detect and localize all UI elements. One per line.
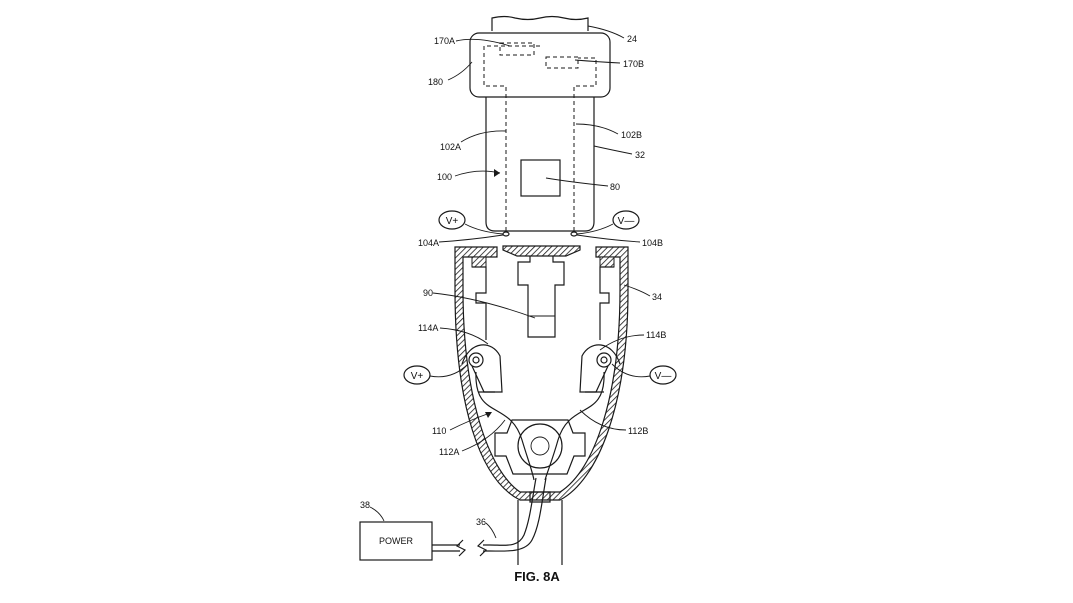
arrow-100 <box>494 169 500 177</box>
ref-180: 180 <box>428 77 443 87</box>
pivot-114A <box>468 352 484 368</box>
conductor-102A <box>483 45 540 231</box>
post-90 <box>517 256 565 338</box>
cord-outer <box>483 477 537 546</box>
pivot-114B-inner <box>600 356 608 364</box>
upper-device <box>469 15 611 237</box>
pivot-114B <box>596 352 612 368</box>
leader-112A <box>461 419 506 452</box>
ref-110: 110 <box>432 426 446 436</box>
leader-36 <box>485 522 497 539</box>
inner-wall-right <box>599 266 614 340</box>
ref-32: 32 <box>635 150 645 160</box>
ref-90: 90 <box>423 288 433 298</box>
cord-to-box <box>432 544 460 552</box>
power-cord <box>432 477 547 557</box>
ref-102A: 102A <box>440 142 461 152</box>
component-80 <box>520 159 561 197</box>
socket-ring <box>517 423 563 469</box>
leader-lines <box>369 25 651 539</box>
leader-102A <box>460 130 507 143</box>
leader-24 <box>587 25 625 39</box>
ref-114A: 114A <box>418 323 438 333</box>
mount-114A <box>461 344 503 393</box>
conductor-102B <box>573 57 597 231</box>
inner-wall-left <box>472 266 487 340</box>
ref-24: 24 <box>627 34 637 44</box>
polarity-circle-mid-right <box>649 365 677 385</box>
leader-34 <box>623 284 651 297</box>
polarity-mid-left: V+ <box>411 371 424 382</box>
contact-104A <box>502 231 510 237</box>
cord-break-right <box>476 539 488 557</box>
polarity-top-left: V+ <box>446 216 459 227</box>
ref-170B: 170B <box>623 59 644 69</box>
cord-break-left <box>455 539 467 557</box>
leader-vminus-top <box>576 223 614 235</box>
leader-38 <box>369 506 385 522</box>
ref-34: 34 <box>652 292 662 302</box>
socket-body <box>494 419 586 475</box>
leader-104B <box>576 234 641 243</box>
ref-112A: 112A <box>439 447 459 457</box>
ref-38: 38 <box>360 500 370 510</box>
leader-90 <box>432 292 536 319</box>
leader-80 <box>545 177 609 187</box>
component-170A <box>499 42 535 56</box>
polarity-circle-top-right <box>612 210 640 230</box>
body-32 <box>485 97 595 232</box>
pivot-114A-inner <box>472 356 480 364</box>
cord-inner <box>483 477 547 552</box>
power-box-label: POWER <box>379 536 414 546</box>
reference-labels: 24 170A 170B 180 102A 102B 32 100 80 104… <box>360 34 666 527</box>
ref-114B: 114B <box>646 330 666 340</box>
leader-114B <box>599 334 645 351</box>
arrow-110 <box>485 412 492 418</box>
polarity-circle-mid-left <box>403 365 431 385</box>
leader-100 <box>454 170 501 177</box>
leader-112B <box>579 409 627 431</box>
ref-100: 100 <box>437 172 452 182</box>
leader-102B <box>575 123 619 135</box>
ref-80: 80 <box>610 182 620 192</box>
polarity-circle-top-left <box>438 210 466 230</box>
ref-170A: 170A <box>434 36 455 46</box>
component-170B <box>545 56 579 69</box>
leader-32 <box>593 145 633 155</box>
hatched-block-right <box>599 256 615 268</box>
top-cap-piece <box>502 245 581 257</box>
polarity-markers: V+ V— V+ V— <box>403 210 677 385</box>
contact-104B <box>570 231 578 237</box>
leader-180 <box>447 61 473 81</box>
leader-114A <box>439 327 489 345</box>
mount-114B <box>579 344 621 393</box>
leader-vplus-top <box>464 223 504 235</box>
ref-36: 36 <box>476 517 486 527</box>
socket-hub <box>530 436 550 456</box>
head-180 <box>469 32 611 98</box>
ref-112B: 112B <box>628 426 648 436</box>
leader-170A <box>455 38 511 47</box>
figure-title: FIG. 8A <box>514 569 560 584</box>
ref-102B: 102B <box>621 130 642 140</box>
lower-housing <box>454 245 629 565</box>
cap-24 <box>491 15 589 31</box>
polarity-top-right: V— <box>618 216 635 227</box>
wire-112B <box>544 371 605 481</box>
power-box-38 <box>359 521 433 561</box>
polarity-mid-right: V— <box>655 371 672 382</box>
ref-104B: 104B <box>642 238 663 248</box>
wire-112A <box>475 371 535 481</box>
leader-vplus-mid <box>429 363 469 378</box>
stem <box>517 500 563 565</box>
leader-104A <box>438 234 504 243</box>
hatched-block-left <box>471 256 487 268</box>
leader-vminus-mid <box>611 363 651 378</box>
ref-104A: 104A <box>418 238 439 248</box>
housing-shell-34 <box>454 246 629 501</box>
leader-170B <box>574 59 621 64</box>
